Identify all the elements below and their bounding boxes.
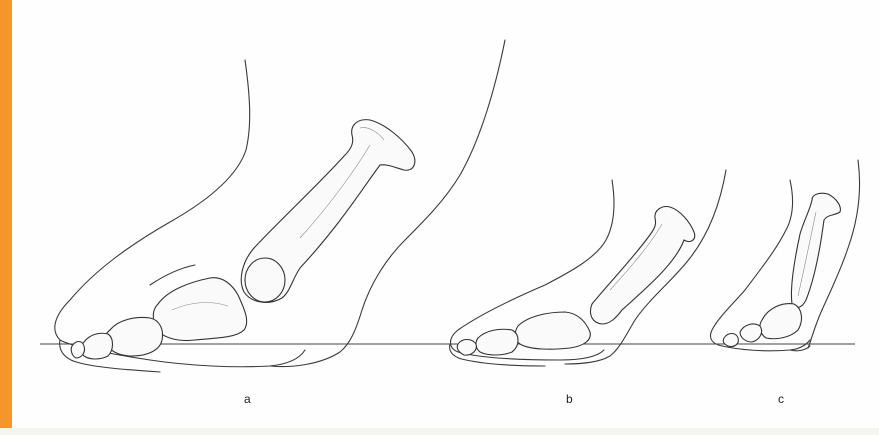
label-b: b bbox=[566, 392, 573, 406]
foot-b bbox=[450, 170, 726, 366]
foot-a-phalanx-middle bbox=[81, 333, 113, 359]
foot-b-phalanx-distal bbox=[457, 340, 476, 356]
foot-c-heel bbox=[790, 346, 810, 351]
foot-c-phalanx-distal bbox=[723, 334, 738, 347]
label-c: c bbox=[778, 392, 784, 406]
foot-a-phalanx-distal bbox=[71, 342, 84, 359]
foot-c-long-bone bbox=[791, 193, 840, 307]
foot-a-joint-head bbox=[245, 258, 285, 302]
label-a: a bbox=[244, 392, 251, 406]
foot-c-phalanx-proximal bbox=[740, 324, 762, 342]
foot-a-metatarsal bbox=[153, 278, 246, 341]
bottom-strip bbox=[0, 428, 879, 435]
foot-a-inner-outline bbox=[150, 265, 195, 285]
foot-c-metatarsal bbox=[760, 304, 802, 339]
foot-a-phalanx-proximal bbox=[106, 318, 163, 357]
foot-c bbox=[710, 160, 859, 351]
foot-b-metatarsal bbox=[515, 312, 590, 349]
foot-b-phalanx-proximal bbox=[476, 329, 518, 355]
foot-a bbox=[55, 40, 505, 372]
foot-b-long-bone bbox=[590, 207, 694, 324]
